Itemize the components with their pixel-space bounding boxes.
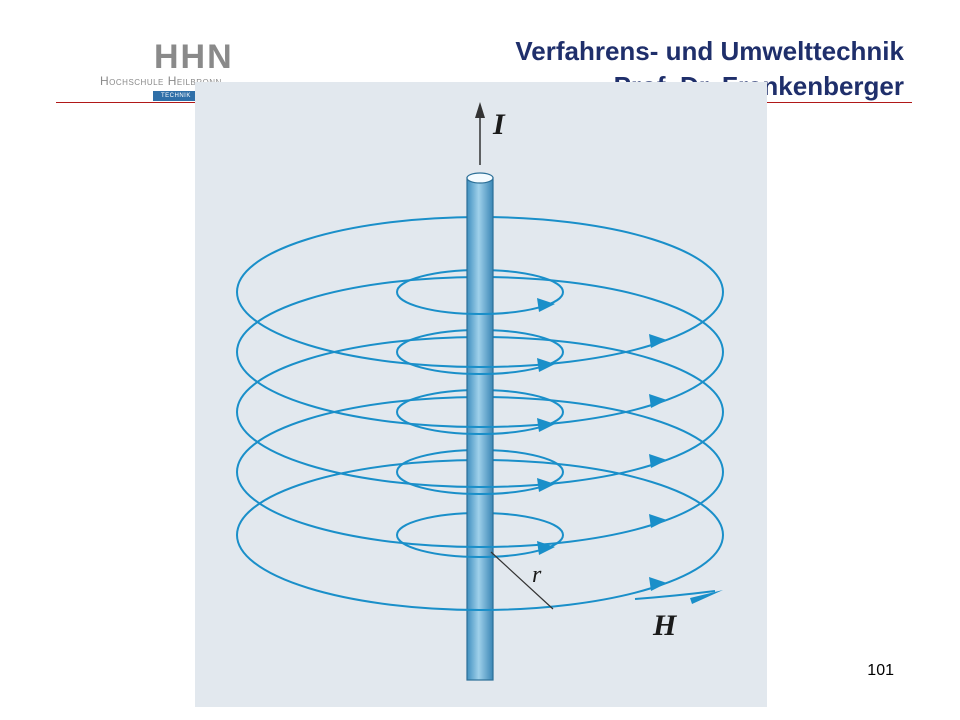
logo-school-name: Hochschule Heilbronn [100, 74, 222, 88]
field-direction-arrow [537, 298, 555, 312]
field-line-extension [634, 590, 716, 600]
field-direction-arrow [649, 334, 667, 348]
field-direction-arrow [537, 541, 555, 555]
header-title-line1: Verfahrens- und Umwelttechnik [515, 36, 904, 66]
conductor-body [466, 177, 494, 681]
field-direction-arrow [537, 418, 555, 432]
field-loop-inner-front [396, 291, 564, 315]
field-loop-inner-front [396, 534, 564, 558]
field-loop-outer-front [236, 291, 724, 368]
field-loop-outer-front [236, 534, 724, 611]
logo-tag-text: TECHNIK [161, 93, 191, 99]
magnetic-field-diagram: I r H [236, 102, 724, 681]
field-arrow-head [690, 590, 723, 604]
radius-line [490, 551, 554, 610]
field-loop-inner-front [396, 411, 564, 435]
field-direction-arrow [649, 454, 667, 468]
field-direction-arrow [537, 478, 555, 492]
current-label: I [492, 108, 506, 141]
field-direction-arrow [649, 577, 667, 591]
current-arrow-head [475, 102, 485, 118]
radius-label: r [532, 562, 542, 588]
magnetic-field-figure: I r H [195, 82, 767, 707]
field-label: H [652, 609, 678, 642]
field-loop-outer-front [236, 471, 724, 548]
logo-mark: HHN [154, 38, 234, 76]
conductor-top [466, 172, 494, 184]
field-loop-outer-front [236, 411, 724, 488]
field-loop-inner-front [396, 471, 564, 495]
field-direction-arrow [537, 358, 555, 372]
field-direction-arrow [649, 514, 667, 528]
conductor [466, 172, 494, 681]
field-direction-arrow [649, 394, 667, 408]
field-loop-inner-front [396, 351, 564, 375]
field-loop-outer-front [236, 351, 724, 428]
page-number: 101 [867, 662, 894, 679]
